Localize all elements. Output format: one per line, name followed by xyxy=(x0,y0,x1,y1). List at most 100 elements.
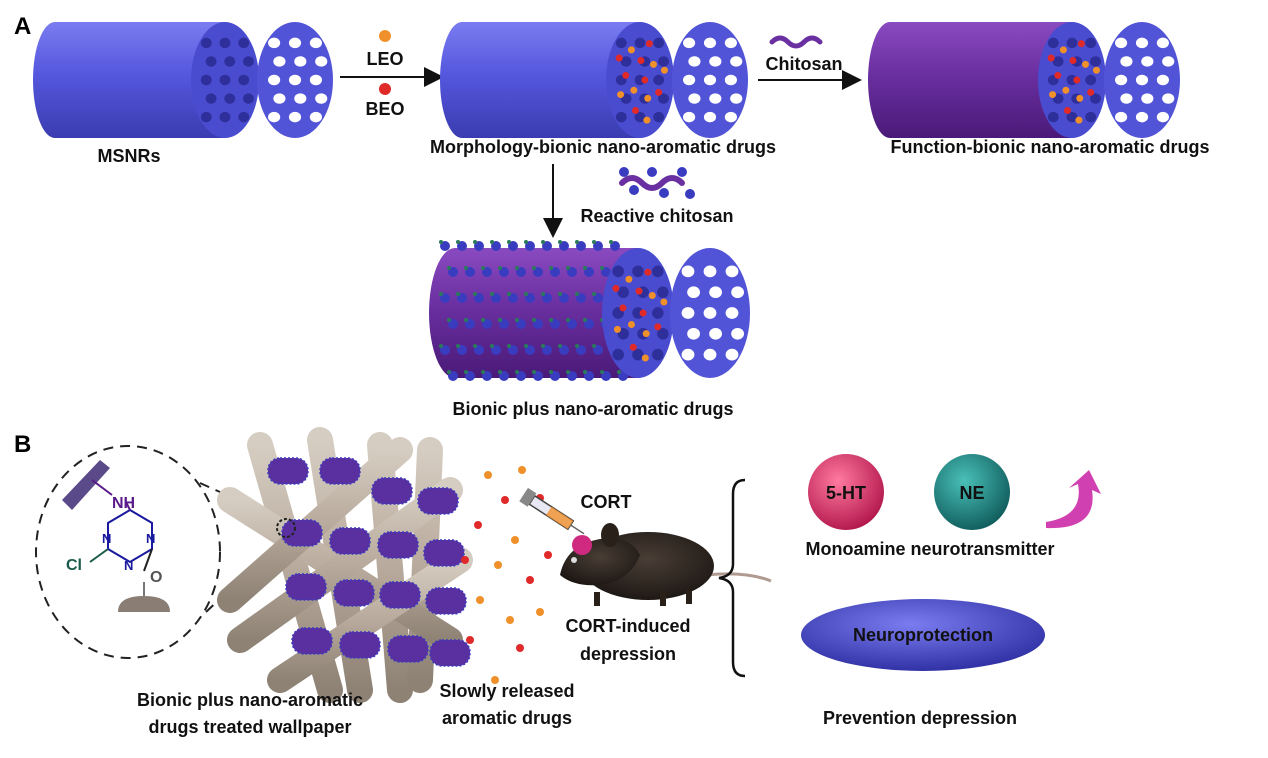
chitosan-bead xyxy=(491,345,501,355)
slowly-released-label-2: aromatic drugs xyxy=(442,708,572,728)
wallpaper-drug-rod xyxy=(291,627,333,655)
pore xyxy=(1120,93,1133,104)
pore xyxy=(703,348,717,361)
chitosan-bead xyxy=(516,267,526,277)
wallpaper-drug-rod xyxy=(371,477,413,505)
pore xyxy=(681,307,695,319)
beo-dot xyxy=(379,83,391,95)
ne-sphere xyxy=(934,454,1010,530)
chitosan-bead-tip xyxy=(566,318,570,322)
pore xyxy=(730,93,743,104)
pore xyxy=(294,56,307,67)
chitosan-bead-tip xyxy=(583,370,587,374)
pore xyxy=(725,307,739,319)
drug-dot xyxy=(630,86,638,94)
chitosan-bead-tip xyxy=(515,266,519,270)
chitosan-bead-tip xyxy=(515,370,519,374)
chitosan-bead xyxy=(508,293,518,303)
drug-dot xyxy=(1073,76,1081,84)
wallpaper-drug-rod xyxy=(339,631,381,659)
chitosan-bead xyxy=(465,267,475,277)
chitosan-bead xyxy=(550,371,560,381)
chitosan-bead-tip xyxy=(490,240,494,244)
chitosan-bead-tip xyxy=(498,318,502,322)
drug-dot xyxy=(635,287,643,295)
pore xyxy=(1115,111,1128,123)
chitosan-bead xyxy=(542,345,552,355)
released-drug-dot xyxy=(544,551,552,559)
pore xyxy=(1162,93,1175,104)
chitosan-bead-tip xyxy=(439,240,443,244)
chitosan-bead xyxy=(491,293,501,303)
drug-dot xyxy=(629,343,637,351)
morphology-label: Morphology-bionic nano-aromatic drugs xyxy=(430,137,776,157)
pore xyxy=(709,93,722,104)
pore xyxy=(1135,37,1149,49)
pore xyxy=(1135,74,1149,86)
chitosan-bead-tip xyxy=(541,344,545,348)
chitosan-bead-tip xyxy=(464,266,468,270)
pore xyxy=(294,93,307,104)
drug-dot xyxy=(644,94,652,102)
pore xyxy=(620,56,632,67)
drug-dot xyxy=(1092,66,1100,74)
chitosan-bead-tip xyxy=(541,292,545,296)
released-drug-dot xyxy=(494,561,502,569)
function-bionic-rod xyxy=(868,22,1180,138)
pore xyxy=(219,111,231,123)
pore xyxy=(219,74,231,86)
drug-dot xyxy=(642,330,650,338)
chitosan-bead-tip xyxy=(609,240,613,244)
chitosan-bead xyxy=(457,293,467,303)
drug-dot xyxy=(625,275,633,283)
chitosan-bead-tip xyxy=(532,318,536,322)
chitosan-bead xyxy=(593,345,603,355)
wallpaper-drug-rod xyxy=(267,457,309,485)
pore xyxy=(652,265,664,278)
chitosan-bead-tip xyxy=(583,266,587,270)
wallpaper-label-2: drugs treated wallpaper xyxy=(148,717,351,737)
chitosan-bead-tip xyxy=(583,318,587,322)
pore xyxy=(309,111,322,123)
chitosan-bead-tip xyxy=(566,266,570,270)
pore xyxy=(653,111,665,123)
released-drug-dot xyxy=(466,636,474,644)
drug-dot xyxy=(648,292,656,300)
pore xyxy=(688,93,701,104)
pore xyxy=(1090,93,1101,104)
pore xyxy=(681,265,695,278)
chitosan-bead xyxy=(474,345,484,355)
chitosan-bead xyxy=(525,345,535,355)
wallpaper-drug-rod xyxy=(379,581,421,609)
wallpaper-drug-rod xyxy=(281,519,323,547)
pore xyxy=(709,56,722,67)
chitosan-bead-tip xyxy=(524,344,528,348)
chitosan-bead xyxy=(567,371,577,381)
chitosan-bead-tip xyxy=(566,370,570,374)
pore xyxy=(634,111,646,123)
wallpaper-drug-rod xyxy=(285,573,327,601)
drug-dot xyxy=(660,298,668,306)
pore xyxy=(205,93,217,104)
pore xyxy=(1085,111,1097,123)
pore xyxy=(634,37,646,49)
pore xyxy=(268,37,281,49)
drug-dot xyxy=(645,40,653,48)
chitosan-bead xyxy=(533,267,543,277)
chitosan-bead xyxy=(508,345,518,355)
leo-label: LEO xyxy=(366,49,403,69)
wallpaper-drug-rod xyxy=(319,457,361,485)
drug-dot xyxy=(660,66,668,74)
pore xyxy=(1156,74,1169,86)
drug-dot xyxy=(1054,71,1062,79)
pore xyxy=(268,74,281,86)
pore xyxy=(632,307,644,319)
pore xyxy=(238,74,250,86)
chitosan-bead xyxy=(559,241,569,251)
chitosan-bead-tip xyxy=(592,240,596,244)
pore xyxy=(730,56,743,67)
chitosan-bead-tip xyxy=(541,240,545,244)
chitosan-bead-tip xyxy=(456,292,460,296)
msnrs-label: MSNRs xyxy=(97,146,160,166)
chitosan-bead-tip xyxy=(507,240,511,244)
